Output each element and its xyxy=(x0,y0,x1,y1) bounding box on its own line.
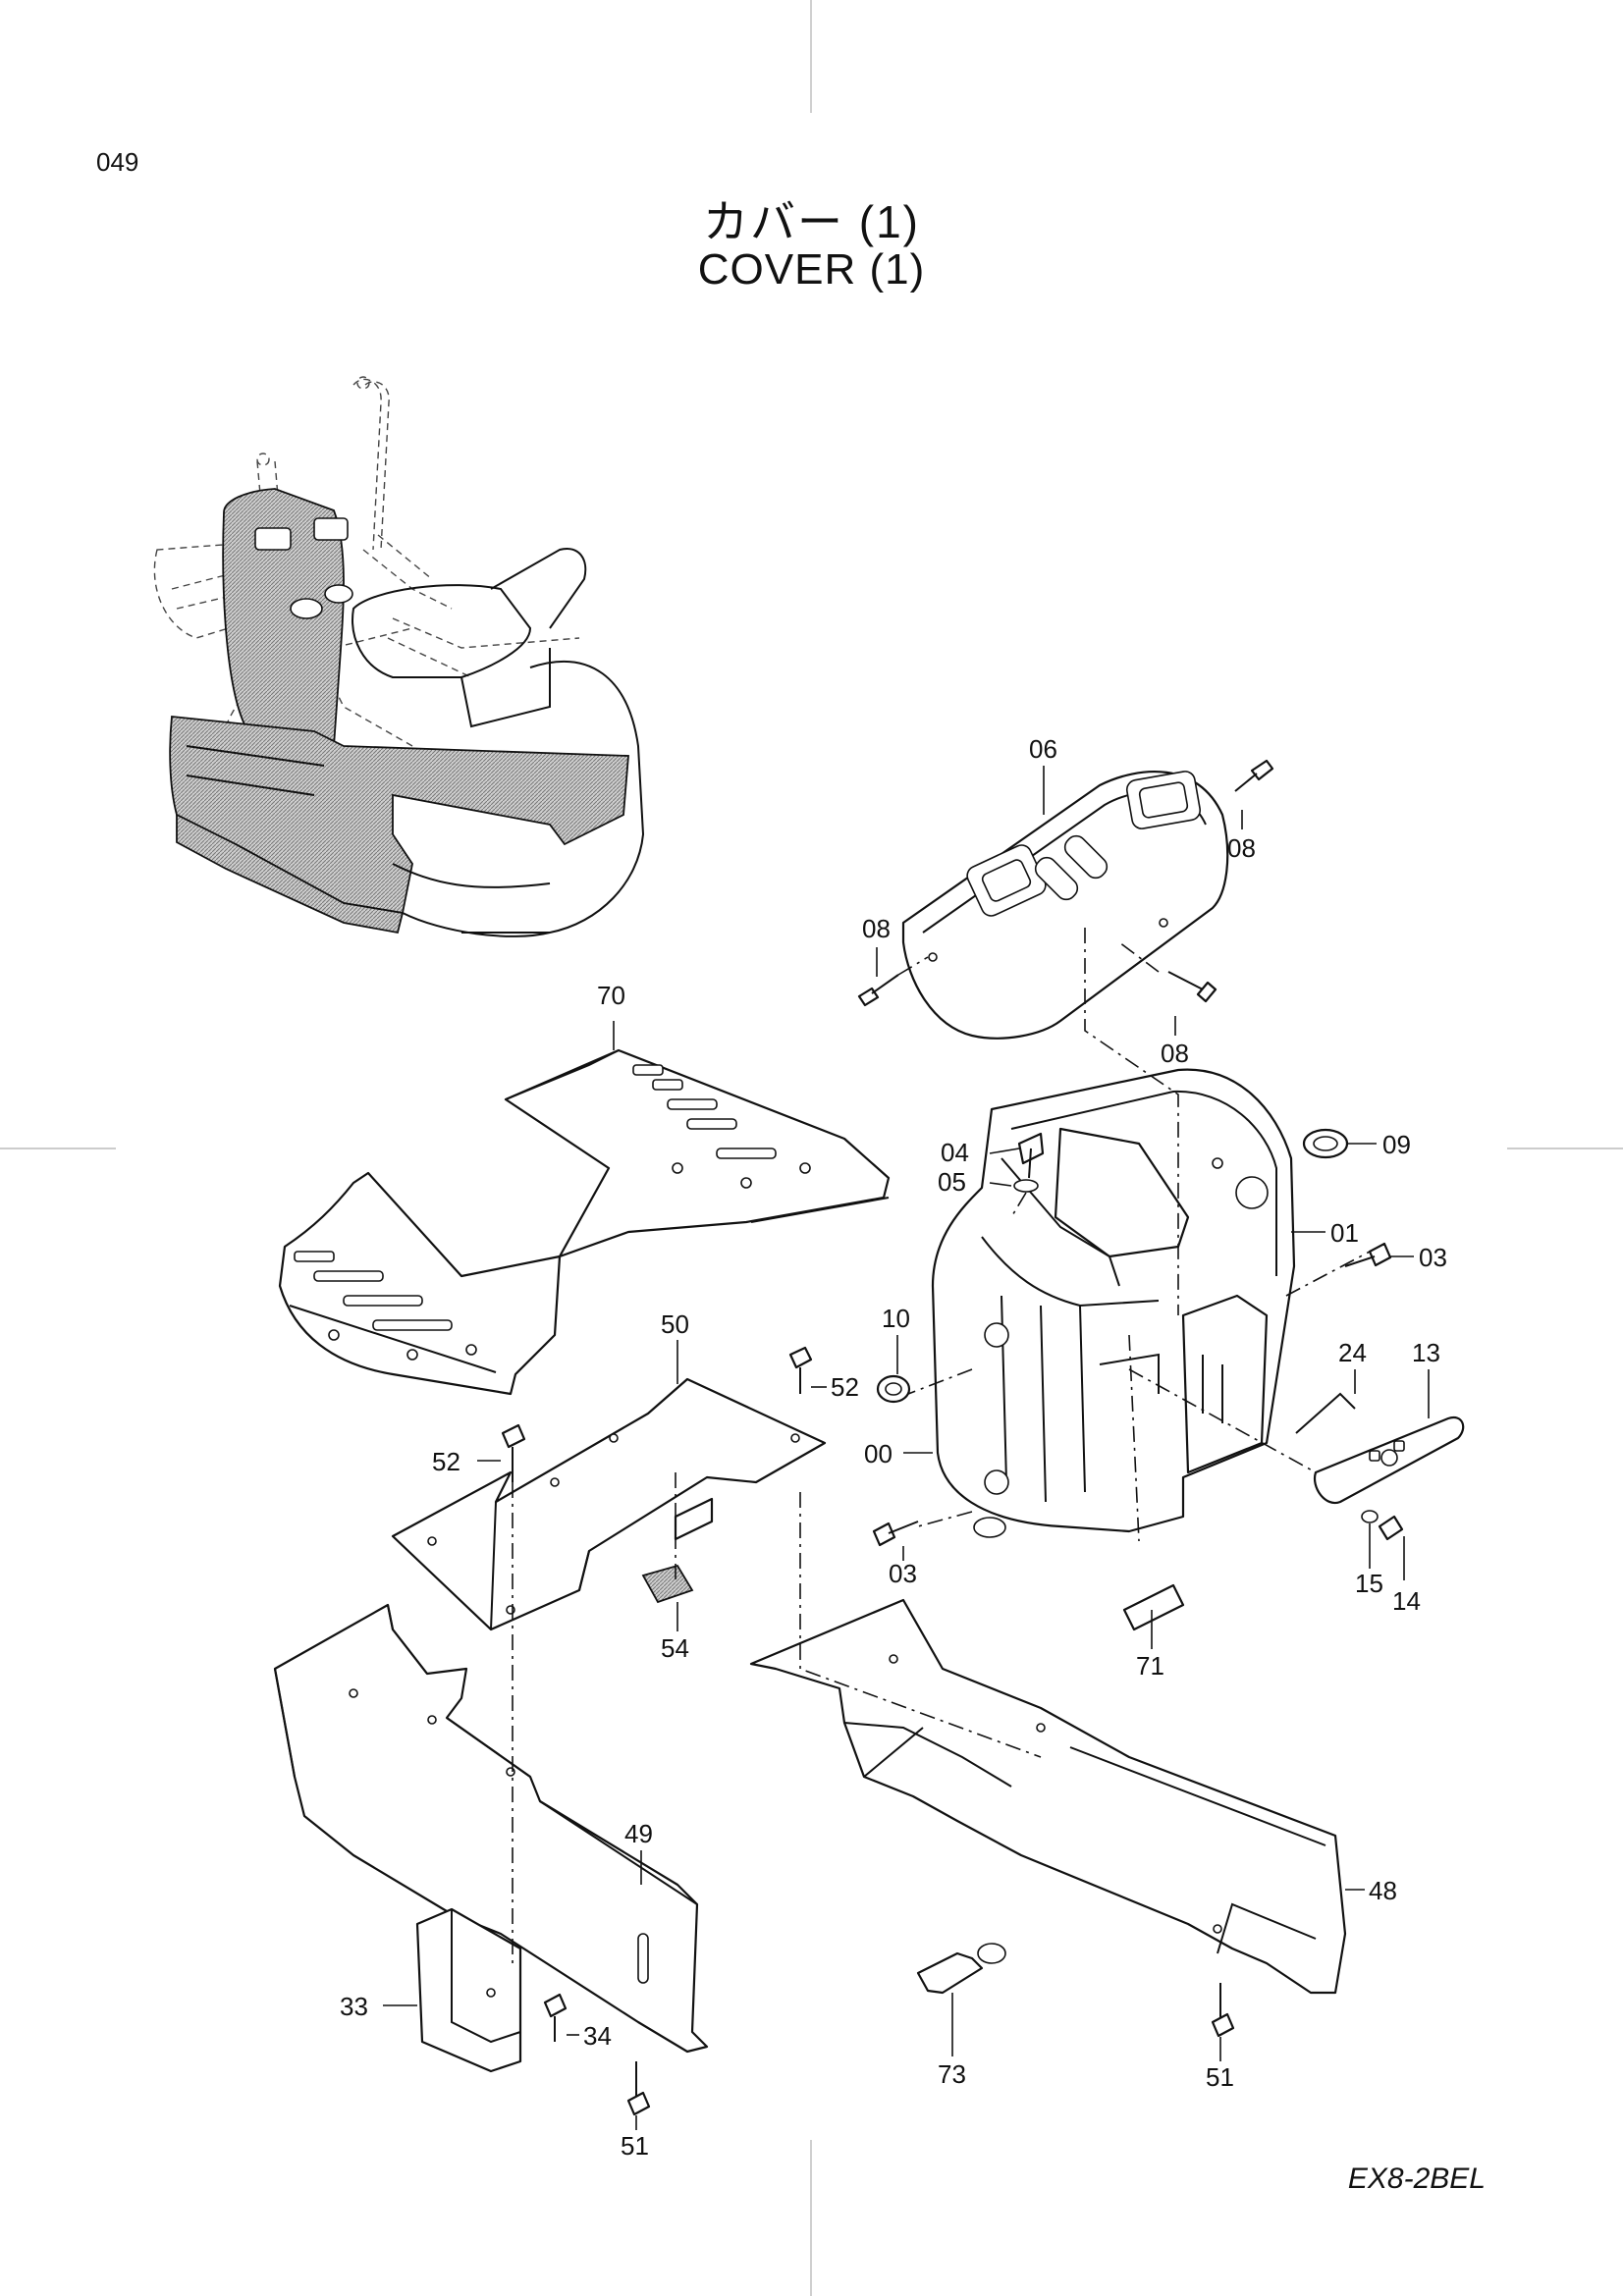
part-bracket xyxy=(415,1907,522,2073)
callout-51: 51 xyxy=(1206,2062,1234,2092)
callout-70: 70 xyxy=(597,981,625,1010)
callout-09: 09 xyxy=(1382,1130,1411,1159)
callout-00: 00 xyxy=(864,1439,893,1468)
part-floor-mat xyxy=(278,1048,891,1396)
machine-overview-illustration xyxy=(153,376,645,937)
callout-50: 50 xyxy=(661,1309,689,1339)
callout-52: 52 xyxy=(432,1447,460,1476)
callout-06: 06 xyxy=(1029,734,1057,764)
callout-labels: 06 08 08 08 70 04 05 09 01 03 10 24 13 5… xyxy=(340,734,1447,2161)
callout-04: 04 xyxy=(941,1138,969,1167)
callout-34: 34 xyxy=(583,2021,612,2051)
callout-15: 15 xyxy=(1355,1569,1383,1598)
part-right-step-cover xyxy=(749,1598,1347,1995)
callout-05: 05 xyxy=(938,1167,966,1197)
callout-13: 13 xyxy=(1412,1338,1440,1367)
callout-48: 48 xyxy=(1369,1876,1397,1905)
callout-49: 49 xyxy=(624,1819,653,1848)
callout-73: 73 xyxy=(938,2059,966,2089)
callout-10: 10 xyxy=(882,1304,910,1333)
page-title-japanese: カバー (1) xyxy=(703,196,920,247)
small-parts xyxy=(501,759,1465,2116)
part-control-box xyxy=(931,1068,1296,1538)
callout-08: 08 xyxy=(1227,833,1256,863)
leader-lines xyxy=(383,766,1430,2130)
callout-14: 14 xyxy=(1392,1586,1421,1616)
part-floor-plate xyxy=(391,1377,827,1631)
callout-08: 08 xyxy=(1161,1039,1189,1068)
callout-54: 54 xyxy=(661,1633,689,1663)
callout-03: 03 xyxy=(889,1559,917,1588)
callout-52: 52 xyxy=(831,1372,859,1402)
callout-33: 33 xyxy=(340,1992,368,2021)
callout-71: 71 xyxy=(1136,1651,1164,1681)
model-code: EX8-2BEL xyxy=(1347,2163,1486,2195)
page-title-english: COVER (1) xyxy=(697,245,926,294)
page-number: 049 xyxy=(96,147,139,177)
callout-24: 24 xyxy=(1338,1338,1367,1367)
assembly-lines xyxy=(512,928,1371,1963)
callout-08: 08 xyxy=(862,914,891,943)
callout-01: 01 xyxy=(1330,1218,1359,1248)
part-left-step-cover xyxy=(273,1603,709,2054)
part-upper-cover xyxy=(901,771,1229,1040)
callout-03: 03 xyxy=(1419,1243,1447,1272)
callout-51: 51 xyxy=(621,2131,649,2161)
